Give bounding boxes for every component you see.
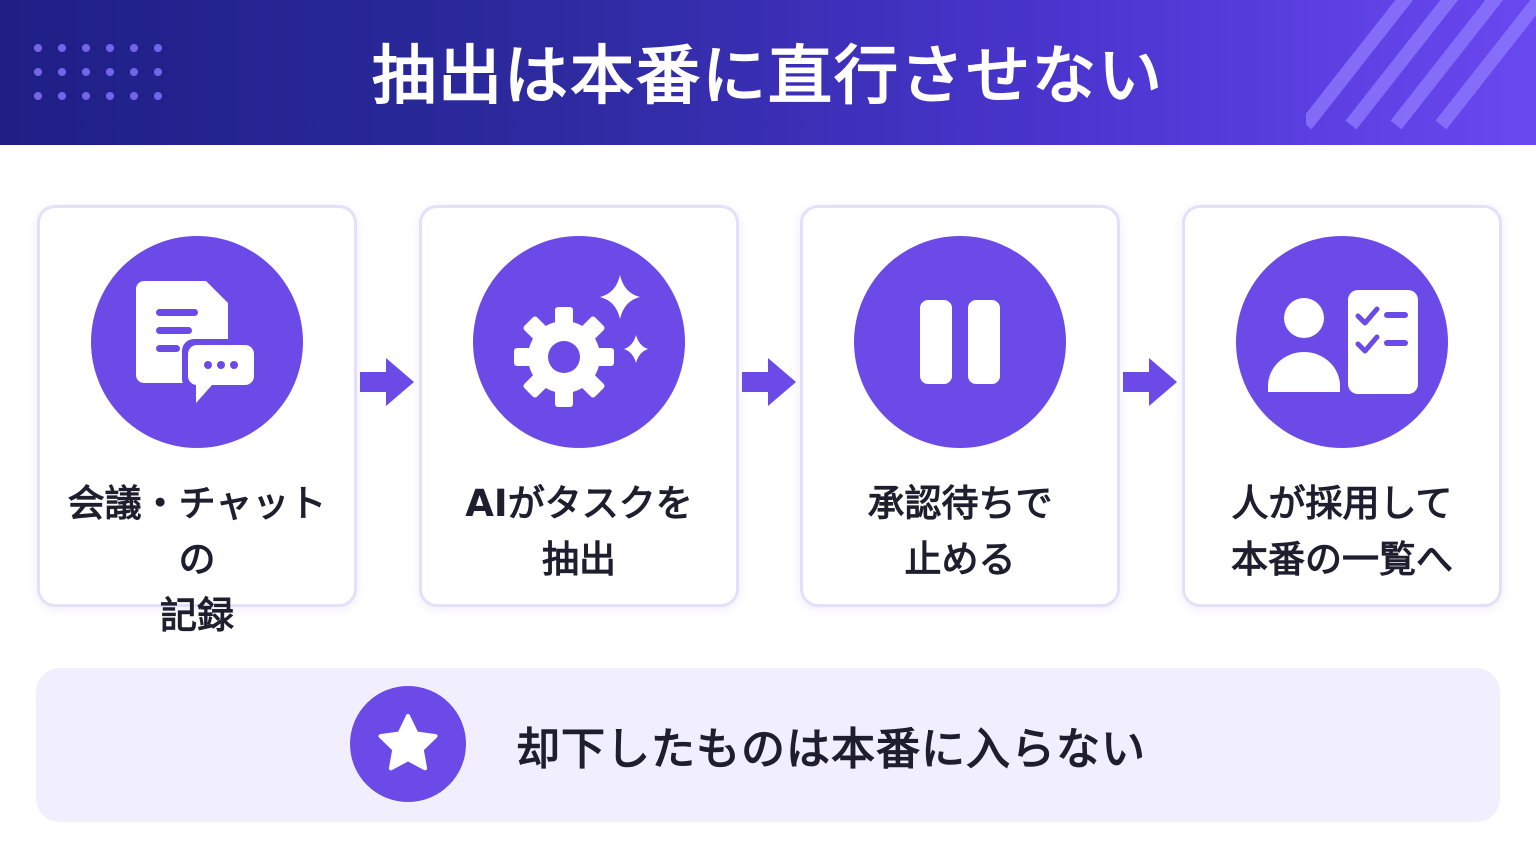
document-chat-icon xyxy=(136,281,260,403)
step-label: AIがタスクを 抽出 xyxy=(465,482,693,581)
arrow-right-icon xyxy=(742,358,796,406)
star-icon xyxy=(378,714,438,771)
step-icon-circle xyxy=(1236,236,1448,448)
person-checklist-icon xyxy=(1268,290,1418,394)
footer-note: 却下したものは本番に入らない xyxy=(36,668,1500,822)
step-card-hold: 承認待ちで 止める xyxy=(800,205,1120,607)
gear-sparkle-icon xyxy=(514,275,648,407)
step-label: 承認待ちで 止める xyxy=(867,482,1053,581)
step-icon-circle xyxy=(854,236,1066,448)
step-icon-circle xyxy=(473,236,685,448)
page-title: 抽出は本番に直行させない xyxy=(372,39,1164,114)
step-label: 人が採用して 本番の一覧へ xyxy=(1231,482,1453,581)
decorative-stripes xyxy=(1306,0,1536,130)
decorative-dots xyxy=(34,44,164,104)
step-label: 会議・チャットの 記録 xyxy=(67,482,327,637)
star-badge xyxy=(350,686,466,802)
step-icon-circle xyxy=(91,236,303,448)
footer-text: 却下したものは本番に入らない xyxy=(516,724,1146,775)
step-card-record: 会議・チャットの 記録 xyxy=(37,205,357,637)
step-card-adopt: 人が採用して 本番の一覧へ xyxy=(1182,205,1502,607)
step-card-extract: AIがタスクを 抽出 xyxy=(419,205,739,607)
pause-icon xyxy=(920,300,1000,384)
arrow-right-icon xyxy=(1123,358,1177,406)
arrow-right-icon xyxy=(360,358,414,406)
header-banner: 抽出は本番に直行させない xyxy=(0,0,1536,145)
